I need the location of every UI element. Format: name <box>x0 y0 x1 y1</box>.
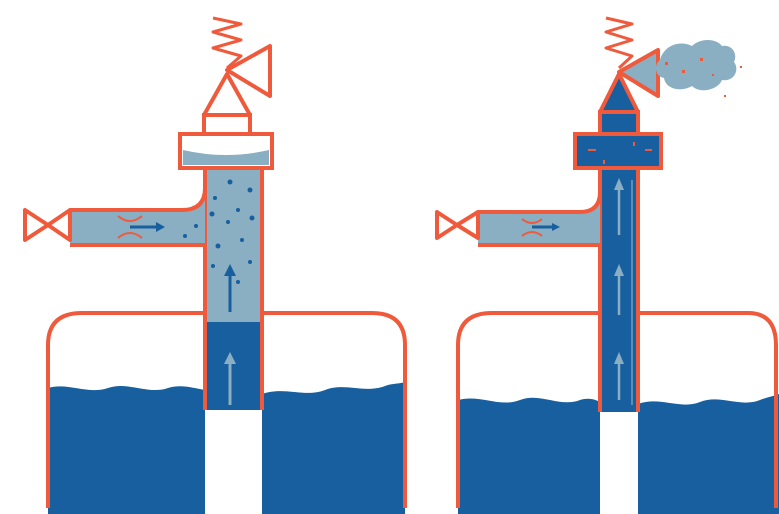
left-inlet-valve-icon <box>23 208 72 242</box>
left-riser-water-column <box>205 322 262 410</box>
left-discharge-horn-icon <box>225 44 272 98</box>
right-valve-body-marks <box>588 142 652 164</box>
left-inlet-flow-arrowhead <box>156 222 165 232</box>
left-valve-body-fluid <box>183 150 269 165</box>
right-valve-bonnet <box>598 110 640 136</box>
left-riser-light-fluid <box>205 170 262 322</box>
left-check-disc-icon <box>117 215 143 239</box>
right-valve-cone <box>598 72 640 114</box>
right-inlet-valve-icon <box>435 210 480 240</box>
left-inlet-pipe <box>70 188 205 245</box>
left-riser-flow-arrowhead-upper <box>224 264 236 276</box>
steam-particles <box>665 58 742 97</box>
left-valve-assembly <box>23 16 407 514</box>
left-bubbles <box>183 179 255 284</box>
left-spring-icon <box>211 16 243 70</box>
left-valve-cone <box>202 72 252 117</box>
left-riser-flow-arrowhead-lower <box>224 352 236 364</box>
right-valve-assembly <box>435 16 779 514</box>
left-valve-bonnet <box>202 113 252 136</box>
right-inlet-flow-arrowhead <box>552 223 560 231</box>
right-check-disc-icon <box>521 218 543 237</box>
right-inlet-pipe-outline <box>478 191 602 247</box>
steam-cloud-icon <box>655 40 737 91</box>
right-tank-outline <box>456 311 778 508</box>
right-inlet-pipe <box>478 192 600 245</box>
left-tank-water-right <box>262 382 405 514</box>
left-tank-outline <box>46 311 407 508</box>
right-spring-icon <box>604 16 634 70</box>
left-inlet-pipe-outline <box>70 187 207 247</box>
right-tank-water-right <box>638 394 779 514</box>
right-tank-water <box>458 397 600 514</box>
left-tank-water <box>48 385 205 514</box>
right-riser-flow-arrows <box>614 178 624 400</box>
